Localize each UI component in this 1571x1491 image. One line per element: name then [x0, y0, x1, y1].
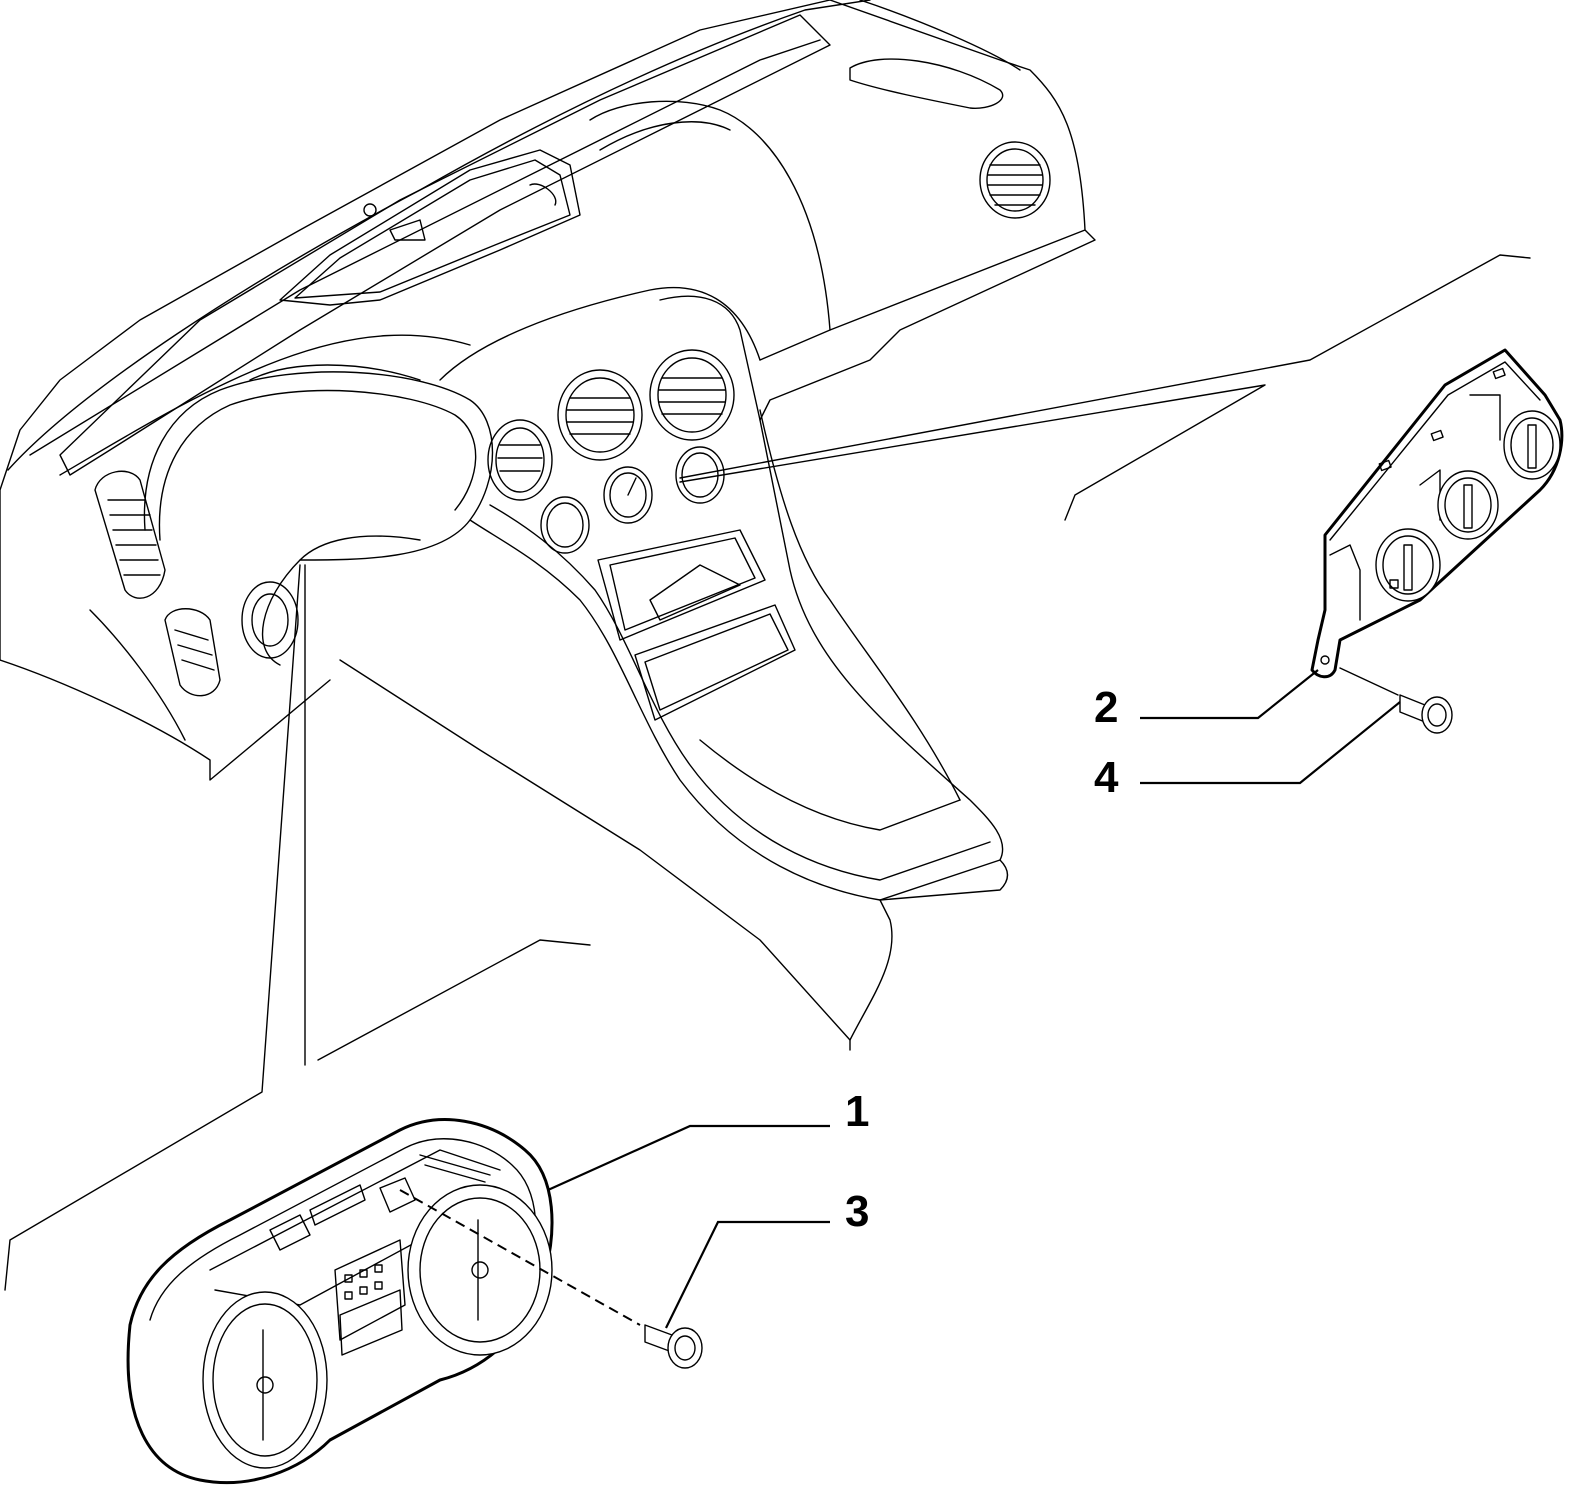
reference-lines — [4, 254, 1531, 1291]
climate-knob-left — [1375, 528, 1441, 602]
centre-console — [469, 295, 1004, 901]
climate-knob-right — [1503, 410, 1561, 480]
right-side-vent — [979, 141, 1051, 219]
dashboard-assembly — [0, 0, 1096, 1051]
centre-vents — [487, 349, 735, 501]
left-side-vent — [94, 470, 221, 697]
auxiliary-gauges — [540, 446, 725, 554]
climate-knob-middle — [1437, 470, 1499, 540]
panel-fixing-screw — [1339, 667, 1453, 734]
warning-lights-panel — [334, 1239, 406, 1356]
cluster-fixing-screw — [399, 1189, 703, 1369]
callout-number-3: 3 — [845, 1187, 869, 1236]
binnacle-hood — [143, 364, 494, 666]
instrument-cluster — [126, 1118, 554, 1485]
speedometer-dial — [407, 1184, 553, 1356]
callout-number-2: 2 — [1094, 683, 1118, 732]
callout-number-4: 4 — [1094, 753, 1119, 802]
callout-leaders — [547, 669, 1401, 1329]
tachometer-dial — [202, 1291, 328, 1469]
climate-control-panel — [1310, 348, 1564, 679]
callout-number-1: 1 — [845, 1087, 869, 1136]
